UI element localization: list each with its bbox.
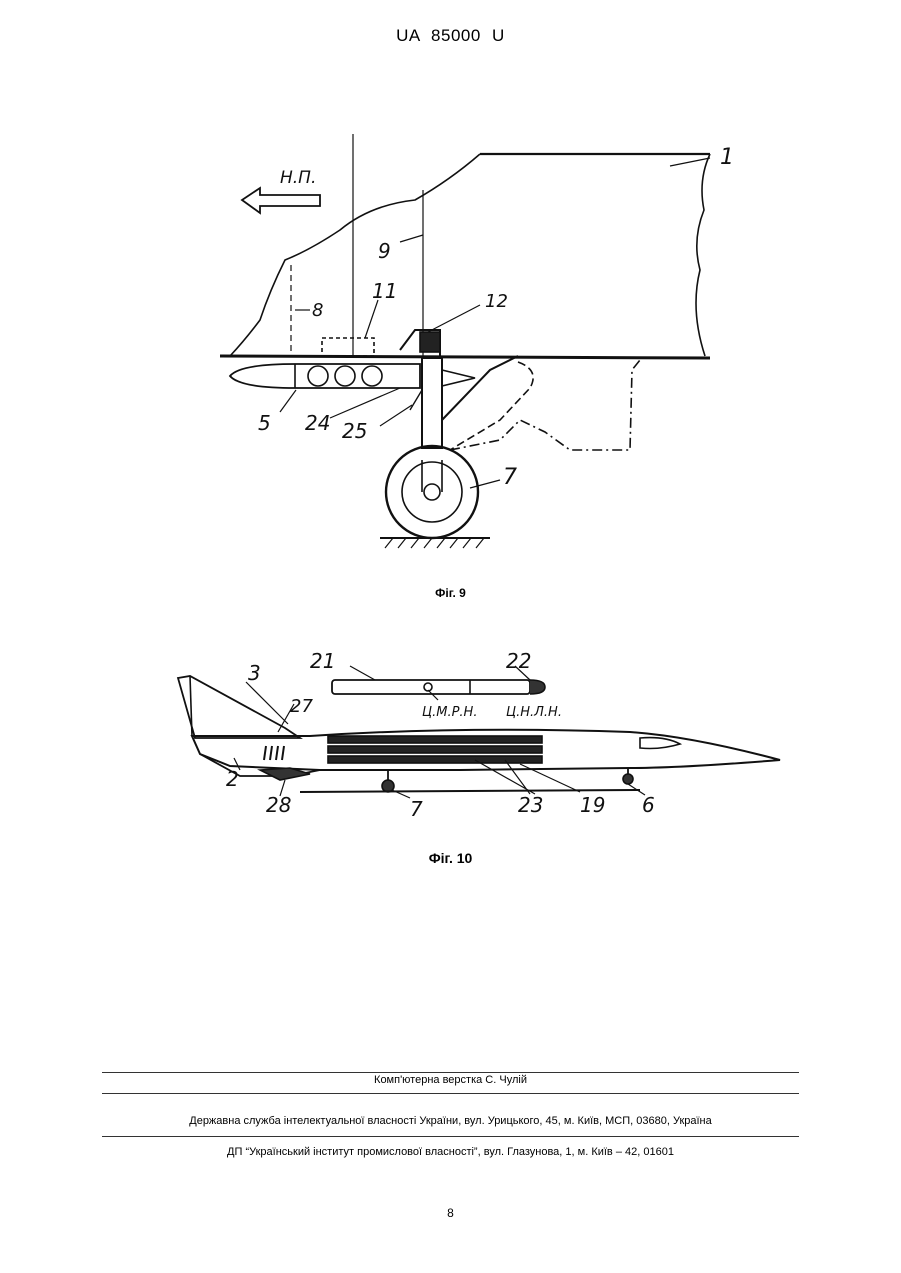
direction-label: Н.П. xyxy=(280,168,316,188)
footer-typesetting: Комп'ютерна верстка С. Чулій xyxy=(0,1074,901,1086)
footer-agency: Державна служба інтелектуальної власност… xyxy=(0,1115,901,1127)
figure-9-caption: Фіг. 9 xyxy=(0,586,901,600)
label-1: 1 xyxy=(720,145,734,170)
footer-rule-bottom xyxy=(102,1136,799,1137)
page-number: 8 xyxy=(0,1206,901,1220)
label-11: 11 xyxy=(372,279,397,303)
label-2: 2 xyxy=(226,767,239,791)
label-21: 21 xyxy=(310,649,335,673)
document-header: UA 85000 U xyxy=(0,26,901,46)
mark-cm-rn: Ц.М.Р.Н. xyxy=(422,705,477,720)
mark-cn-ln: Ц.Н.Л.Н. xyxy=(506,705,562,720)
label-19: 19 xyxy=(580,793,605,817)
footer-rule-top xyxy=(102,1072,799,1073)
label-25: 25 xyxy=(342,419,367,443)
label-6: 6 xyxy=(642,793,655,817)
label-12: 12 xyxy=(485,291,508,312)
figure-10-caption: Фіг. 10 xyxy=(0,850,901,866)
label-7: 7 xyxy=(503,465,517,490)
label-9: 9 xyxy=(378,239,391,263)
figure-9-drawing: Н.П. 1 9 8 11 12 5 24 25 7 xyxy=(200,120,760,560)
footer-institute: ДП “Український інститут промислової вла… xyxy=(0,1146,901,1158)
label-24: 24 xyxy=(305,411,330,435)
label-8: 8 xyxy=(312,300,323,321)
label-23: 23 xyxy=(518,793,543,817)
label-22: 22 xyxy=(506,649,531,673)
label-7: 7 xyxy=(410,797,423,821)
label-28: 28 xyxy=(266,793,291,817)
label-27: 27 xyxy=(290,696,313,717)
label-5: 5 xyxy=(258,411,271,435)
footer-rule-middle xyxy=(102,1093,799,1094)
label-3: 3 xyxy=(248,661,261,685)
figure-10-drawing: 3 21 22 27 2 28 7 23 19 6 Ц.М.Р.Н. Ц.Н.Л… xyxy=(160,640,800,830)
